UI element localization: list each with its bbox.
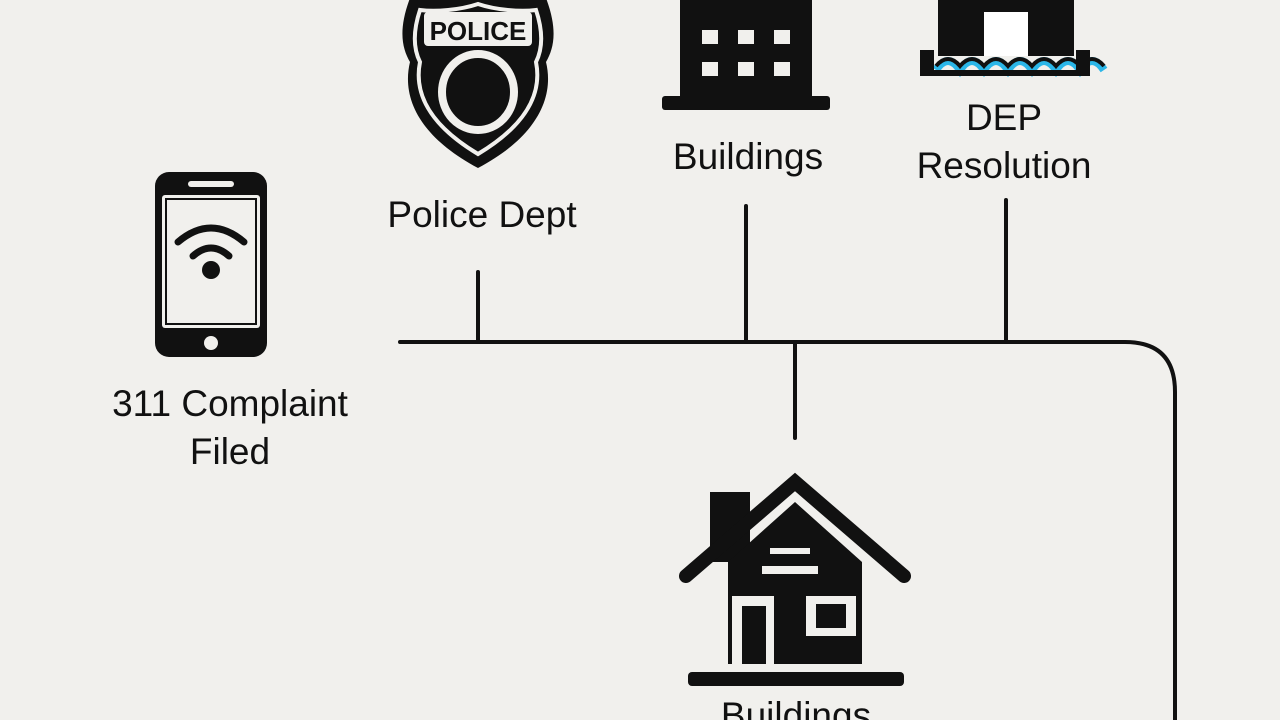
connectors [398,198,1177,720]
office-building-icon [662,0,830,110]
buildings-bottom-label-text: Buildings [720,695,872,720]
buildings-top-label: Buildings [598,133,898,181]
badge-text: POLICE [430,16,527,46]
dep-label-line1: DEP [965,97,1043,138]
police-label: Police Dept [332,191,632,239]
dep-label: DEP Resolution [854,94,1154,190]
dep-label-line2: Resolution [916,145,1092,186]
police-label-text: Police Dept [387,194,577,235]
complaint-label: 311 Complaint Filed [80,380,380,476]
house-icon [679,472,911,686]
main-connector [398,340,1177,720]
complaint-label-line1: 311 Complaint [112,383,348,424]
complaint-label-line2: Filed [189,431,271,472]
buildings-top-label-text: Buildings [672,136,824,177]
buildings-bottom-label: Buildings [646,692,946,720]
smartphone-wifi-icon [155,172,267,357]
water-facility-icon [920,0,1108,78]
police-badge-icon: POLICE [402,0,554,168]
